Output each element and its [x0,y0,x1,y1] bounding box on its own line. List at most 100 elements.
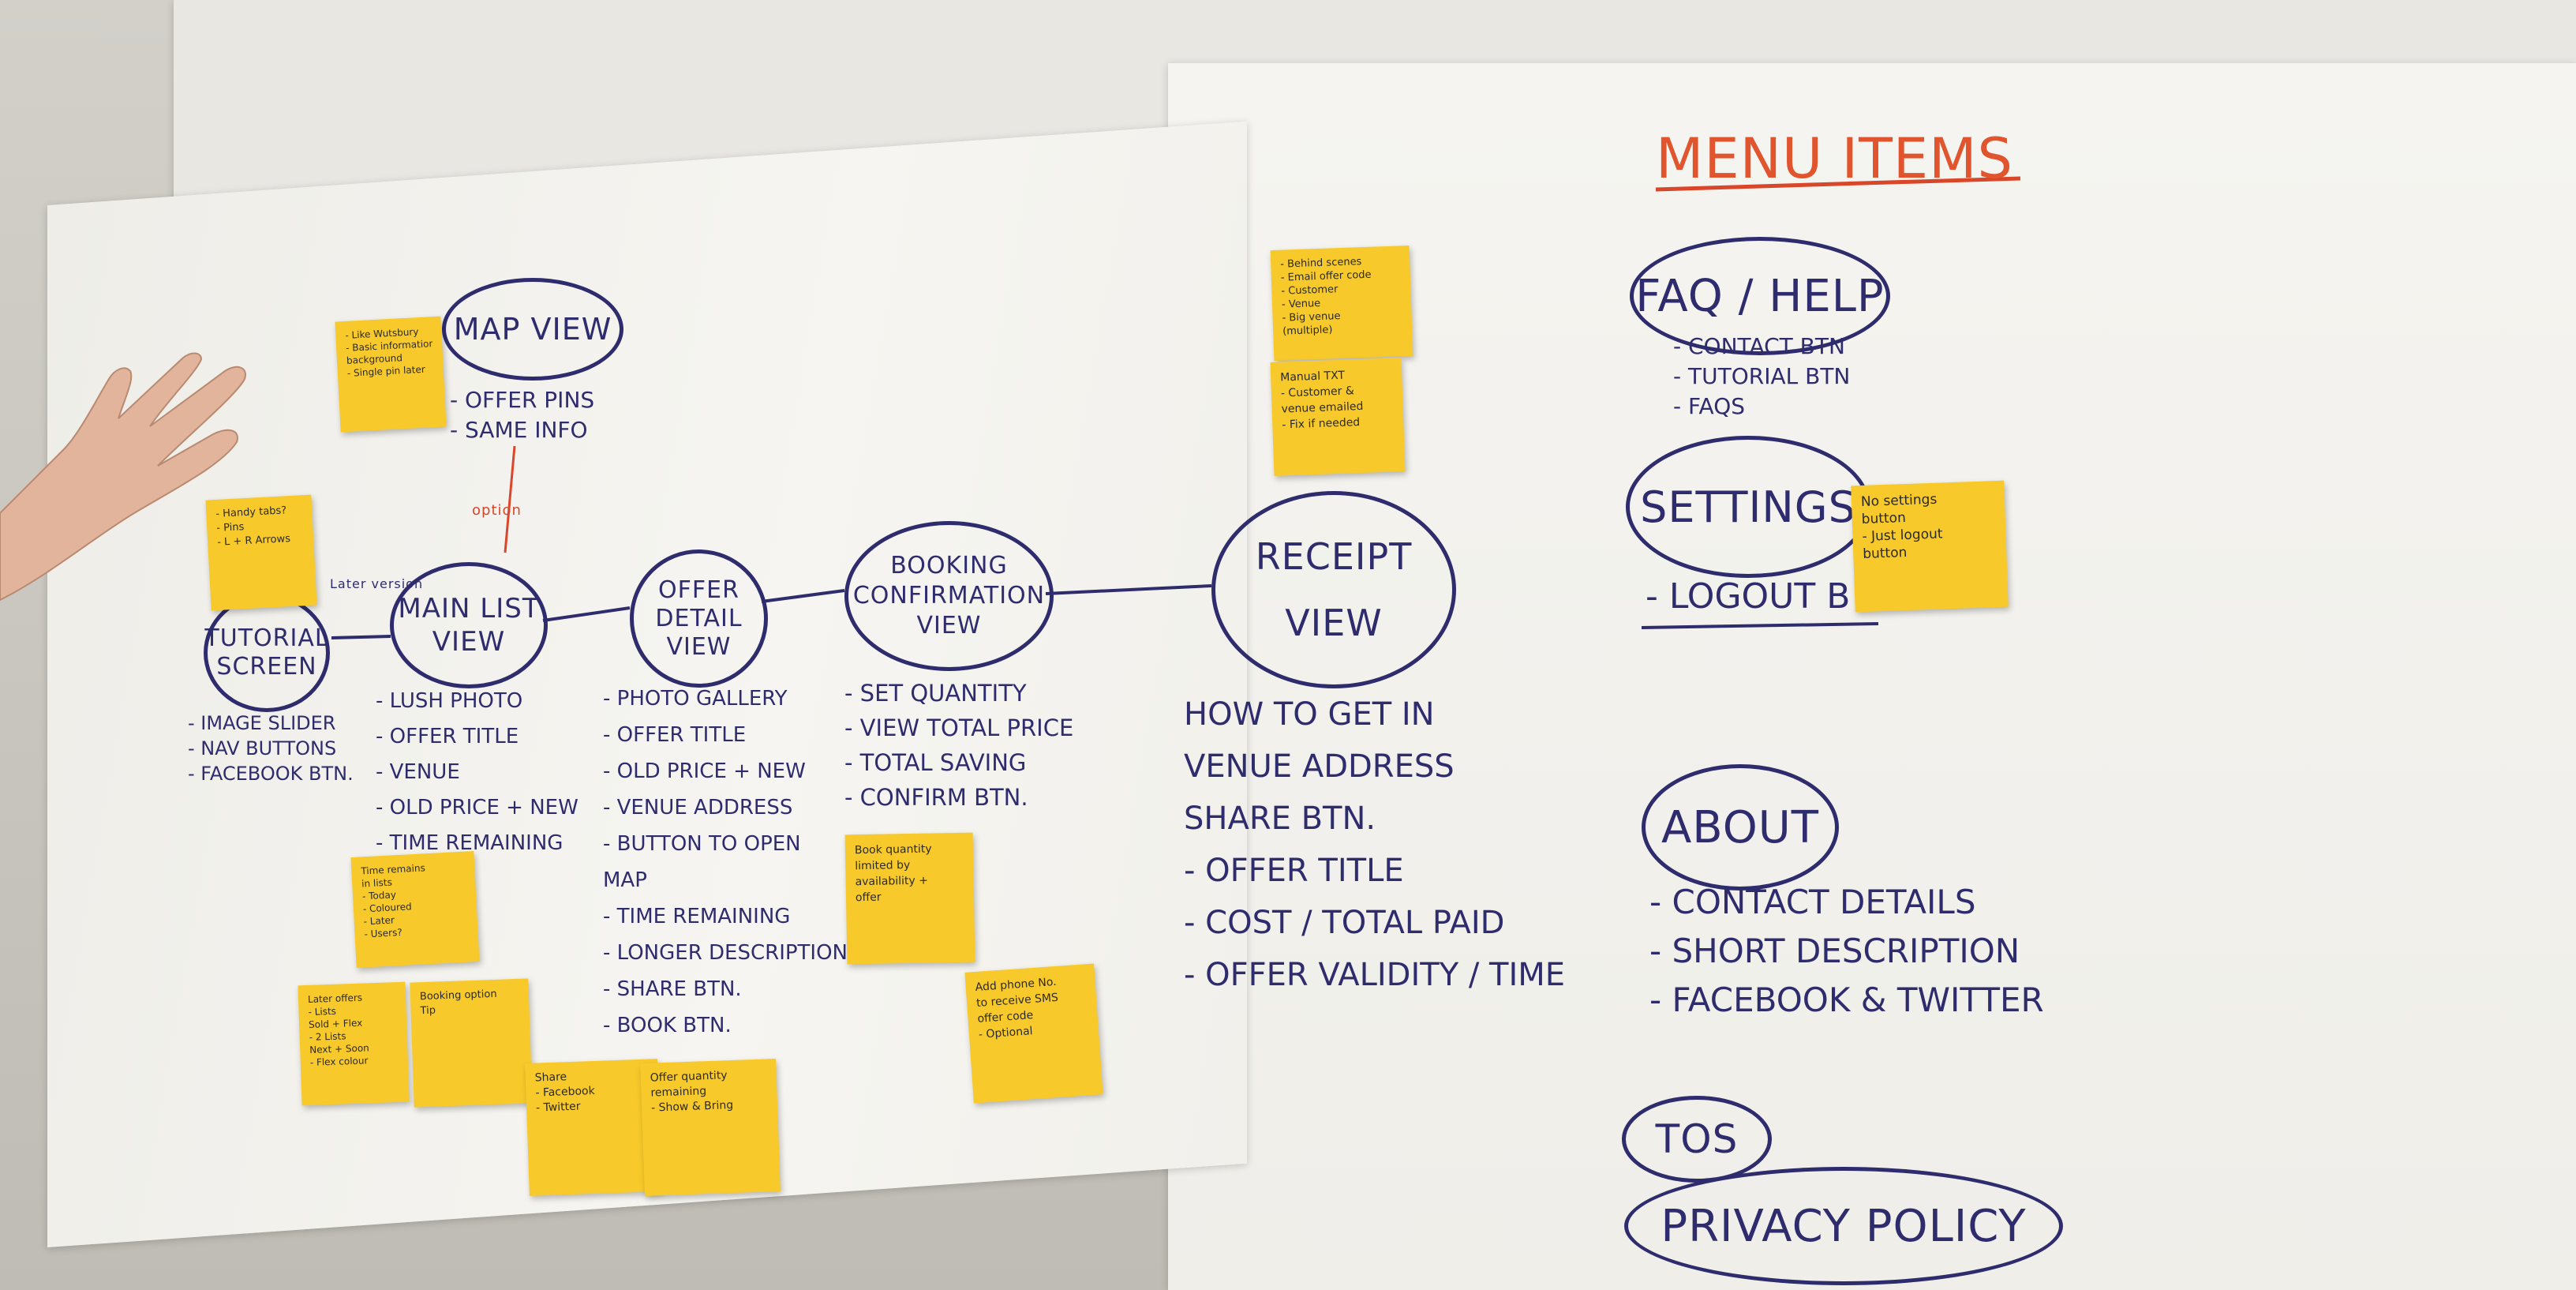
tos-label: TOS [1655,1116,1739,1162]
list-item: - BUTTON TO OPEN [603,832,801,856]
list-item: - BOOK BTN. [603,1014,732,1037]
tos-node: TOS [1622,1096,1772,1183]
list-item: - COST / TOTAL PAID [1184,905,1505,941]
sticky-line: offer [855,891,882,905]
list-item: - LOGOUT B [1646,576,1851,617]
faq-help-label: FAQ / HELP [1635,270,1885,322]
list-item: HOW TO GET IN [1184,696,1435,733]
booking-label-line2: CONFIRMATION [852,582,1046,609]
map-view-node: MAP VIEW [442,278,623,381]
list-item: - SHORT DESCRIPTION [1649,932,2020,970]
sticky-note-receipt-behind-scenes: - Behind scenes - Email offer code - Cus… [1270,245,1413,362]
list-item: - SAME INFO [450,417,588,443]
connector-offer-booking [761,589,845,603]
list-item: - OFFER VALIDITY / TIME [1184,957,1566,993]
about-node: ABOUT [1642,764,1839,891]
list-item: - OFFER PINS [450,387,595,413]
sticky-line: limited by [855,858,911,873]
offer-detail-label-line1: OFFER [658,576,739,604]
list-item: - IMAGE SLIDER [188,712,336,734]
sticky-line: - Show & Bring [650,1098,734,1115]
sticky-line: - Twitter [535,1100,581,1115]
menu-items-title: MENU ITEMS [1656,126,2013,191]
offer-detail-view-list: - PHOTO GALLERY - OFFER TITLE - OLD PRIC… [603,681,848,1044]
list-item: - SHARE BTN. [603,977,742,1001]
list-item: - OFFER TITLE [603,723,747,747]
list-item: - OFFER TITLE [1184,853,1404,889]
faq-help-list: - CONTACT BTN - TUTORIAL BTN - FAQS [1673,332,1850,422]
main-list-view-label-line1: MAIN LIST [398,593,540,624]
about-list: - CONTACT DETAILS - SHORT DESCRIPTION - … [1649,878,2044,1025]
sticky-note-map: - Like Wutsbury - Basic information back… [335,316,447,433]
settings-node: SETTINGS [1626,436,1870,578]
tutorial-screen-list: - IMAGE SLIDER - NAV BUTTONS - FACEBOOK … [188,711,354,786]
list-item: - PHOTO GALLERY [603,687,788,711]
list-item: - TOTAL SAVING [844,749,1027,776]
sticky-note-time-remains: Time remains in lists - Today - Coloured… [350,851,480,968]
list-item: - TIME REMAINING [603,905,791,928]
sticky-note-later-offers: Later offers - Lists Sold + Flex - 2 Lis… [298,981,410,1106]
offer-detail-label-line3: VIEW [666,632,732,661]
booking-label-line3: VIEW [916,612,982,639]
list-item: - VENUE [376,760,460,784]
tutorial-screen-node: TUTORIAL SCREEN [204,594,330,712]
list-item: - VIEW TOTAL PRICE [844,714,1074,741]
list-item: - LUSH PHOTO [376,689,523,713]
list-item: - CONTACT DETAILS [1649,883,1976,921]
sticky-line: button [1862,545,1908,562]
offer-detail-view-node: OFFER DETAIL VIEW [630,549,768,688]
tutorial-screen-label-line1: TUTORIAL [204,624,329,652]
sticky-note-book-quantity: Book quantity limited by availability + … [844,832,975,965]
list-item: - OLD PRICE + NEW [376,796,578,819]
list-item: - TIME REMAINING [376,831,564,855]
sticky-line: Tip [420,1004,436,1018]
settings-list: - LOGOUT B [1646,575,1850,619]
list-item: - LONGER DESCRIPTION [603,941,848,965]
list-item: - TUTORIAL BTN [1673,363,1851,389]
sticky-line: - Fix if needed [1282,416,1361,432]
privacy-policy-node: PRIVACY POLICY [1624,1167,2063,1285]
sticky-note-offer-quantity: Offer quantity remaining - Show & Bring [640,1059,781,1196]
sticky-note-settings: No settings button - Just logout button [1851,480,2009,613]
map-view-list: - OFFER PINS - SAME INFO [450,385,594,445]
booking-confirmation-view-node: BOOKING CONFIRMATION VIEW [844,521,1054,671]
receipt-view-node: RECEIPT VIEW [1211,491,1456,688]
sticky-note-add-phone: Add phone No. to receive SMS offer code … [964,963,1103,1104]
main-list-view-label-line2: VIEW [432,626,506,658]
list-item: - OFFER TITLE [376,725,519,748]
offer-detail-label-line2: DETAIL [655,604,743,632]
hand-photo-element [0,352,246,602]
connector-booking-receipt [1045,584,1212,595]
list-item: - FACEBOOK & TWITTER [1649,981,2044,1019]
booking-confirmation-view-list: - SET QUANTITY - VIEW TOTAL PRICE - TOTA… [844,676,1073,815]
list-item: - OLD PRICE + NEW [603,759,806,783]
map-link-note: option [472,502,522,519]
main-list-view-node: MAIN LIST VIEW [390,562,548,688]
receipt-view-list: HOW TO GET IN VENUE ADDRESS SHARE BTN. -… [1184,688,1565,1001]
list-item: MAP [603,868,647,892]
sticky-note-receipt-manual: Manual TXT - Customer & venue emailed - … [1270,358,1406,476]
list-item: SHARE BTN. [1184,801,1376,837]
map-view-label: MAP VIEW [453,312,612,347]
list-item: - SET QUANTITY [844,680,1027,707]
privacy-policy-label: PRIVACY POLICY [1661,1200,2027,1252]
list-item: - FACEBOOK BTN. [188,763,354,785]
receipt-view-label-line2: VIEW [1285,602,1383,644]
about-label: ABOUT [1661,801,1819,853]
sticky-line: Book quantity [854,842,932,857]
list-item: - NAV BUTTONS [188,737,337,759]
list-item: - VENUE ADDRESS [603,796,793,819]
sticky-note-booking-option: Booking option Tip [410,978,533,1108]
receipt-view-label-line1: RECEIPT [1255,535,1413,578]
sticky-line: availability + [855,874,929,889]
menu-title-underline [1655,176,2021,192]
underline-logout [1641,622,1879,629]
tutorial-screen-label-line2: SCREEN [216,653,317,681]
list-item: - CONFIRM BTN. [844,784,1028,811]
settings-label: SETTINGS [1640,482,1856,532]
main-list-view-list: - LUSH PHOTO - OFFER TITLE - VENUE - OLD… [376,684,578,861]
sticky-line: - Flex colour [309,1055,369,1068]
connector-tutorial-mainlist [331,635,391,639]
booking-label-line1: BOOKING [890,552,1008,579]
